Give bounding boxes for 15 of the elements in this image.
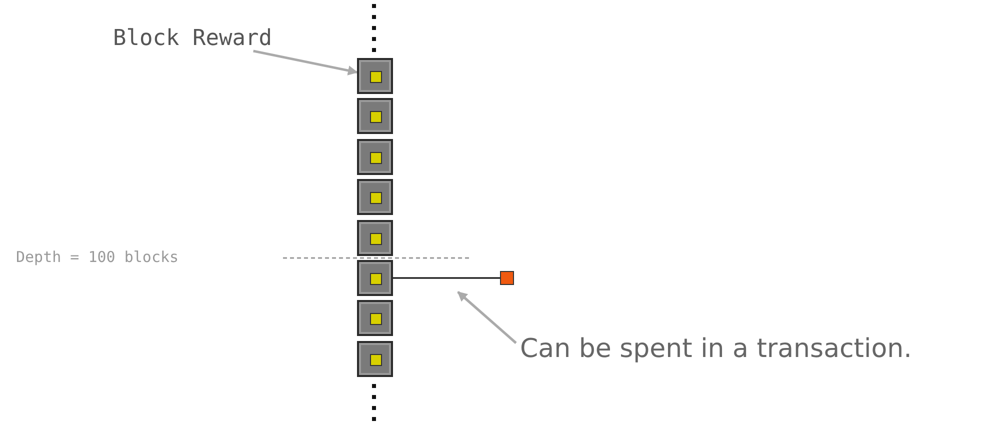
annotation-text: Can be spent in a transaction. [520, 334, 912, 364]
block [357, 260, 393, 296]
block [357, 341, 393, 377]
connector-line [393, 277, 500, 279]
block [357, 220, 393, 256]
arrow [457, 291, 517, 344]
output-square [500, 271, 514, 285]
block [357, 98, 393, 134]
block [357, 179, 393, 215]
arrow [253, 50, 358, 76]
block [357, 300, 393, 336]
block-label: Block Reward [113, 26, 272, 51]
block [357, 139, 393, 175]
depth-label: Depth = 100 blocks [16, 248, 179, 266]
block [357, 58, 393, 94]
